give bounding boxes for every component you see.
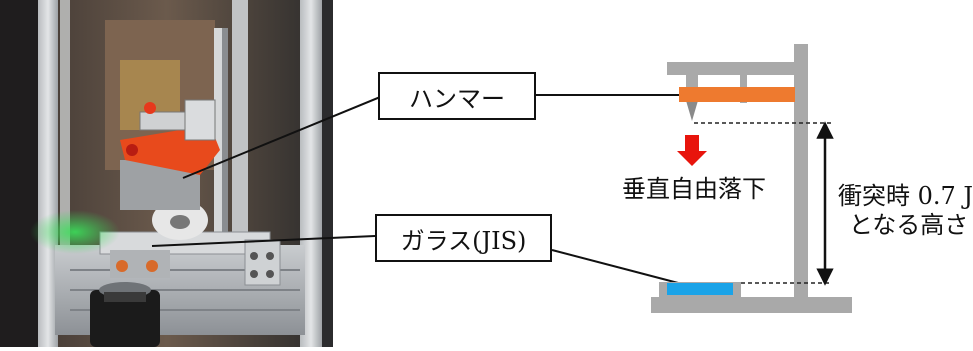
top-arm bbox=[667, 62, 795, 75]
height-label-line2: となる高さ bbox=[849, 211, 969, 239]
hammer-callout: ハンマー bbox=[378, 72, 536, 120]
glass-label: ガラス(JIS) bbox=[400, 226, 527, 255]
pillar bbox=[794, 44, 808, 298]
drop-arrow-head bbox=[677, 151, 707, 166]
glass-leader-line-right bbox=[551, 249, 683, 285]
drop-label: 垂直自由落下 bbox=[622, 175, 766, 203]
schematic bbox=[651, 44, 852, 313]
hammer-body bbox=[686, 75, 698, 87]
hammer-bar bbox=[679, 87, 795, 102]
glass-leader-line bbox=[151, 235, 376, 247]
base-plate bbox=[651, 297, 852, 313]
hammer-leader-line bbox=[182, 94, 386, 179]
height-label-line1: 衝突時 0.7 J bbox=[838, 182, 973, 210]
glass-callout: ガラス(JIS) bbox=[375, 214, 552, 262]
glass-sample bbox=[667, 283, 733, 295]
apparatus-photo bbox=[0, 0, 333, 347]
drop-arrow-shaft bbox=[685, 135, 699, 152]
hammer-label: ハンマー bbox=[409, 84, 505, 113]
